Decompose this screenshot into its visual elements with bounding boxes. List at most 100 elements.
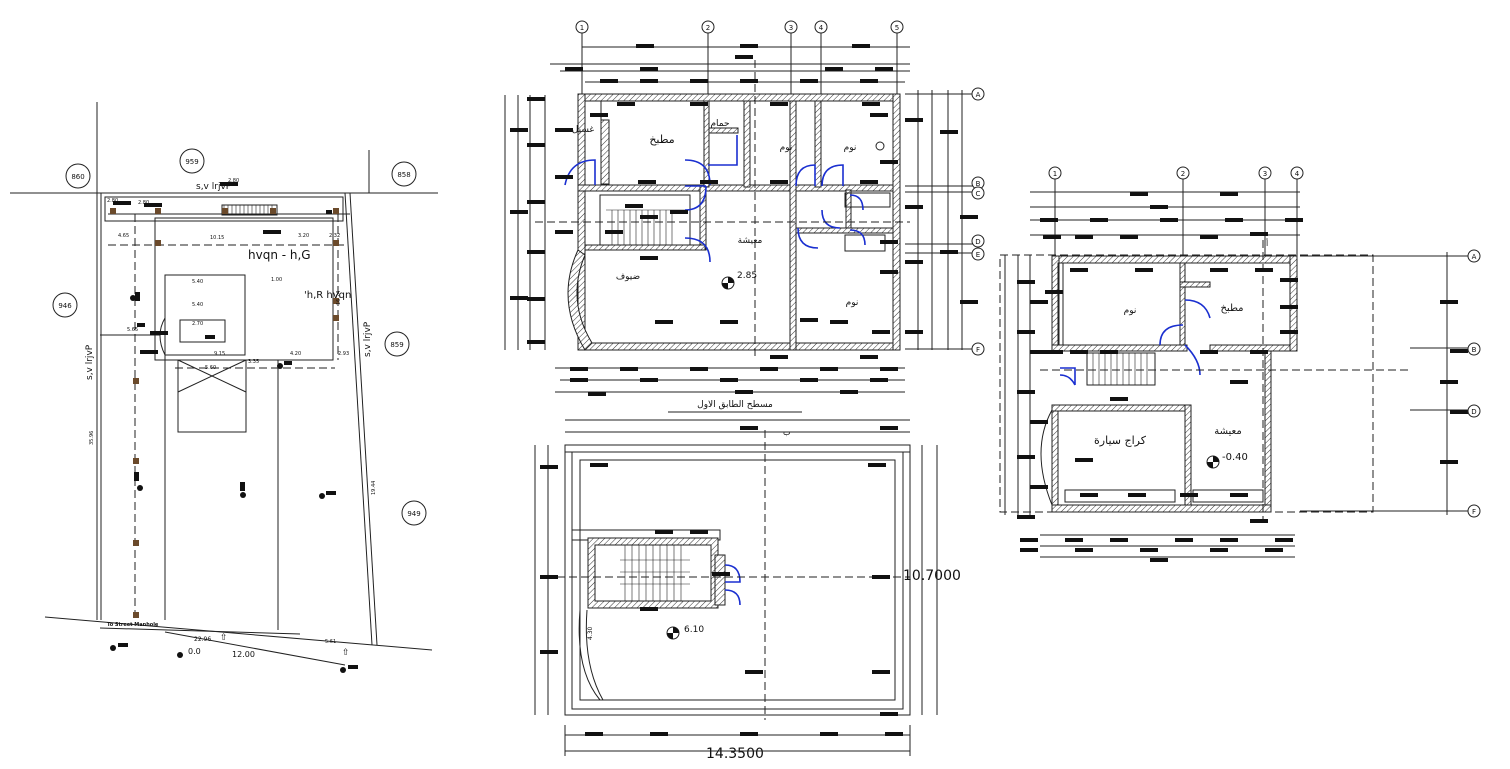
roof-height-dim: 10.7000 [903,568,961,584]
dimension-block [1250,350,1268,354]
grid-bubble-row-label: D [975,238,980,246]
dimension-block [1045,290,1063,294]
grid-bubble-col-label: 2 [706,24,710,32]
grid-bubble-col-label: 1 [1053,170,1057,178]
grid-bubble-col [1290,166,1304,180]
dimension-block [1230,380,1248,384]
roof-side-dim: 4.30 [587,626,594,640]
dimension-block [940,250,958,254]
dimension-block [585,732,603,736]
lot-number: 959 [185,158,198,166]
dimension-block [880,712,898,716]
dimension-block [960,215,978,219]
dimension-block [870,113,888,117]
dimension-block [720,320,738,324]
manhole-note: To Street Manhole [107,622,159,628]
dimension-block [1130,192,1148,196]
dimension-block [880,270,898,274]
grid-bubble-row [1467,249,1481,263]
dimension-block [872,575,890,579]
dimension-block [1220,538,1238,542]
dimension-block [800,79,818,83]
dim-text: 2.80 [138,200,149,206]
dimension-block [690,102,708,106]
dimension-block [570,378,588,382]
dim-text: 2.32 [329,233,340,239]
dimension-block [905,330,923,334]
dimension-block [1017,330,1035,334]
dimension-block [617,102,635,106]
dimension-block [735,55,753,59]
dim-text: 5.40 [192,279,203,285]
lot-number: 860 [71,173,84,181]
dimension-block [1210,268,1228,272]
dimension-block [1075,235,1093,239]
dimension-block [555,128,573,132]
dimension-block [570,367,588,371]
dim-text: 3.20 [298,233,309,239]
dimension-block [720,378,738,382]
dimension-block [1255,268,1273,272]
width-dim-2: 22.96 [194,636,211,643]
dimension-block [760,367,778,371]
building-label: hvqn - h,G [248,248,311,262]
dimension-block [600,79,618,83]
grid-bubble-col [575,20,589,34]
dimension-block [1070,350,1088,354]
level-text: 2.85 [737,271,757,281]
dimension-block [1120,235,1138,239]
dimension-block [740,426,758,430]
ground-floor-plan: نوم مطبخ معيشة كراج سيارة -0.40 أ [999,178,1470,558]
room-label-laundry: غسيل [572,125,595,135]
dimension-block [1075,548,1093,552]
dimension-block [1030,485,1048,489]
dimension-block [1150,205,1168,209]
north-arrow: ⇧ [220,633,228,643]
dimension-block [830,320,848,324]
dimension-block [640,607,658,611]
grid-bubble-row-label: B [976,180,981,188]
dimension-block [872,330,890,334]
room-label-bed2: نوم [844,143,857,153]
dimension-block [1075,458,1093,462]
grid-bubble-col [890,20,904,34]
dimension-block [590,113,608,117]
dimension-block [670,210,688,214]
dimension-block [825,67,843,71]
dimension-block [820,732,838,736]
dimension-block [800,378,818,382]
dimension-block [540,650,558,654]
dimension-block [885,732,903,736]
dimension-block [1017,280,1035,284]
dim-text: 16.24 [336,291,342,305]
dimension-block [1070,268,1088,272]
dimension-block [540,465,558,469]
grid-bubble-row-label: A [1472,253,1477,261]
room-label-kitchen: مطبخ [1220,303,1243,314]
dimension-block [1200,350,1218,354]
room-label-living: معيشة [738,236,763,246]
dimension-block [565,67,583,71]
dimension-block [1225,218,1243,222]
dimension-block [1043,235,1061,239]
floor-title: مسطح الطابق الاول [697,400,773,410]
grid-bubble-col [1258,166,1272,180]
dimension-block [740,44,758,48]
dim-text: 3.35 [248,359,259,365]
room-label-garage: كراج سيارة [1094,434,1147,447]
dimension-block [527,97,545,101]
dimension-labels [113,44,1468,736]
room-label-kitchen: مطبخ [649,133,674,146]
grid-bubble-row [1467,342,1481,356]
lot-number: 946 [58,302,72,310]
dimension-block [1150,558,1168,562]
dimension-block [770,180,788,184]
dimension-block [860,180,878,184]
lot-bubble [65,163,91,189]
dim-text: 2.80 [228,178,239,184]
room-label-living: معيشة [1214,426,1241,437]
dimension-block [640,215,658,219]
dimension-block [1440,300,1458,304]
dim-text: 1.00 [271,277,282,283]
grid-bubble-row [971,234,985,248]
